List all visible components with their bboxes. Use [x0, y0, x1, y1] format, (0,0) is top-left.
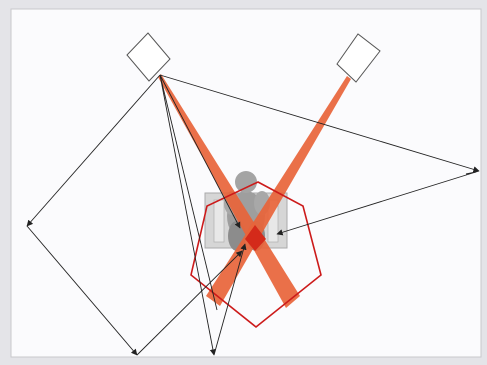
speaker-reflection-diagram	[0, 0, 487, 365]
diagram-frame	[0, 0, 487, 365]
